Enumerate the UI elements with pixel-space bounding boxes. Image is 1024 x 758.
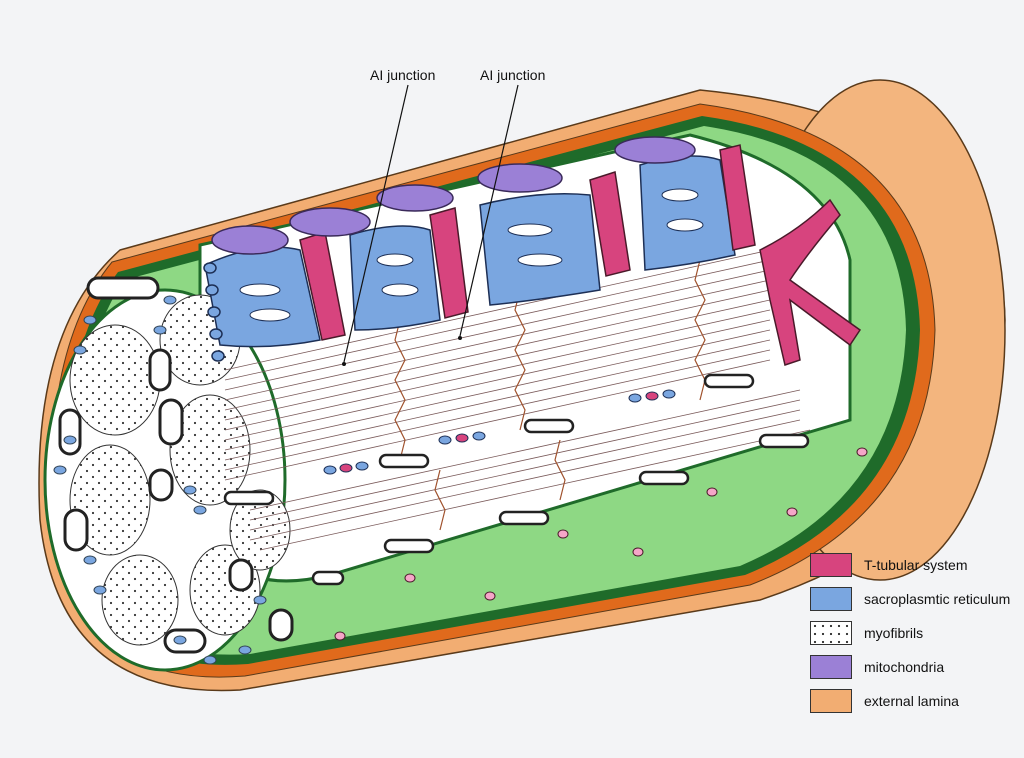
callout-point-1: [342, 362, 346, 366]
legend-item-sarcoplasmic-reticulum: sacroplasmtic reticulum: [810, 582, 1024, 616]
legend-item-mitochondria: mitochondria: [810, 650, 1024, 684]
myofibril-cross-sections: [69, 294, 291, 646]
legend-swatch-myofibrils: [810, 621, 852, 645]
triad-dots: [323, 389, 676, 475]
legend-label-sarcoplasmic-reticulum: sacroplasmtic reticulum: [864, 591, 1011, 607]
legend-swatch-mitochondria: [810, 655, 852, 679]
legend-label-mitochondria: mitochondria: [864, 659, 945, 675]
t-tubule-openings: [334, 447, 868, 641]
legend-swatch-sarcoplasmic-reticulum: [810, 587, 852, 611]
legend-swatch-external-lamina: [810, 689, 852, 713]
callout-label-1: AI junction: [370, 67, 436, 83]
z-lines: [394, 259, 706, 531]
callout-label-2: AI junction: [480, 67, 546, 83]
callout-leader-1: [343, 84, 409, 363]
myofilament-striations: [224, 249, 811, 551]
legend-swatch-t-tubular: [810, 553, 852, 577]
callout-leader-lines: [343, 84, 519, 363]
legend-label-myofibrils: myofibrils: [864, 625, 924, 641]
legend-item-external-lamina: external lamina: [810, 684, 1024, 718]
legend-item-myofibrils: myofibrils: [810, 616, 1024, 650]
sr-fenestrations: [239, 188, 704, 322]
sr-vesicles: [53, 295, 267, 665]
legend-label-t-tubular: T-tubular system: [864, 557, 968, 573]
sr-tubule-ends: [203, 262, 225, 362]
legend: T-tubular system sacroplasmtic reticulum…: [810, 548, 1024, 718]
sarcoplasmic-reticulum: [204, 155, 736, 348]
legend-item-t-tubular: T-tubular system: [810, 548, 1024, 582]
callout-point-2: [458, 336, 462, 340]
mitochondria-cross-sections: [58, 276, 294, 654]
mitochondria-surface: [211, 136, 696, 255]
mitochondria-floor: [223, 373, 810, 586]
callout-leader-2: [459, 84, 519, 337]
t-tubules: [299, 144, 862, 366]
legend-label-external-lamina: external lamina: [864, 693, 959, 709]
